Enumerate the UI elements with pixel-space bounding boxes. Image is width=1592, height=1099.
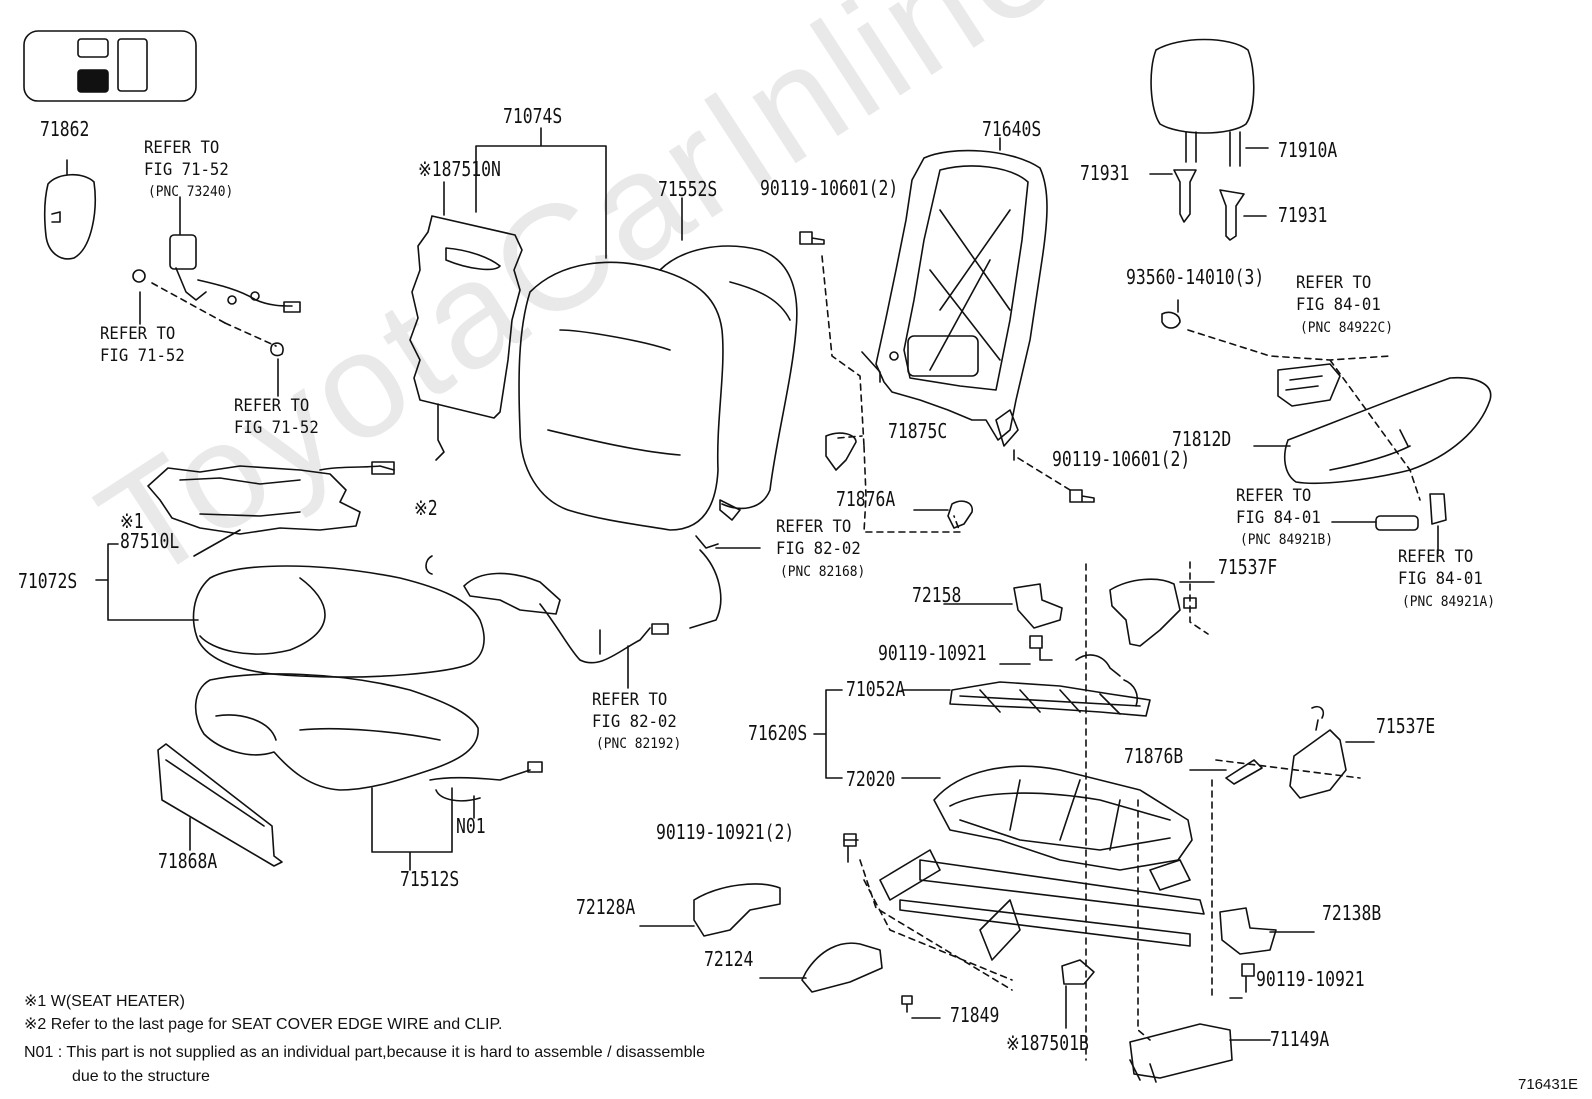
leader-71074s [475, 127, 607, 259]
refer-fig-71-52-a[interactable]: REFER TO FIG 71-52 [144, 138, 229, 180]
label-72124[interactable]: 72124 [704, 947, 754, 971]
label-87510l[interactable]: 87510L [120, 529, 180, 553]
part-71812d-side-shield [1253, 376, 1492, 485]
footnote-seat-heater: ※1 W(SEAT HEATER) [24, 993, 185, 1010]
label-71640s[interactable]: 71640S [982, 117, 1042, 141]
refer-pnc-82168: (PNC 82168) [780, 564, 866, 580]
label-72128a[interactable]: 72128A [576, 895, 636, 919]
label-71910a[interactable]: 71910A [1278, 138, 1338, 162]
refer-pnc-84922c: (PNC 84922C) [1300, 320, 1394, 336]
refer-fig-82-02-a[interactable]: REFER TO FIG 82-02 [776, 517, 861, 559]
part-71876b [1189, 759, 1263, 785]
label-mark2: ※2 [414, 496, 438, 520]
label-71868a[interactable]: 71868A [158, 849, 218, 873]
part-71149a-cover [1129, 1023, 1271, 1083]
figure-code: 716431E [1518, 1076, 1579, 1093]
refer-fig-71-52-c[interactable]: REFER TO FIG 71-52 [234, 396, 319, 438]
part-71862-shield [43, 159, 96, 260]
part-71640s-frame [861, 137, 1048, 461]
label-87510n[interactable]: ※187510N [418, 157, 501, 181]
label-72138b[interactable]: 72138B [1322, 901, 1382, 925]
footnote-n01-cont: due to the structure [72, 1068, 210, 1085]
label-71552s[interactable]: 71552S [658, 177, 718, 201]
part-72128a-pad [639, 883, 781, 937]
part-87510l-heater-cushion [147, 461, 395, 557]
label-71812d[interactable]: 71812D [1172, 427, 1232, 451]
leader-71620s [813, 689, 951, 779]
refer-pnc-84921a: (PNC 84921A) [1402, 594, 1496, 610]
part-71052a-spring [949, 654, 1151, 717]
part-71910a-headrest [1149, 38, 1269, 241]
refer-fig-84-01-a[interactable]: REFER TO FIG 84-01 [1296, 273, 1381, 315]
part-71868a-trim [157, 743, 283, 867]
seat-belt-buckle [132, 196, 301, 397]
seat-switch [1277, 363, 1341, 407]
label-71862[interactable]: 71862 [40, 117, 90, 141]
label-90119-10921-a[interactable]: 90119-10921 [878, 641, 987, 665]
footnote-edge-wire: ※2 Refer to the last page for SEAT COVER… [24, 1016, 503, 1033]
refer-fig-71-52-b[interactable]: REFER TO FIG 71-52 [100, 324, 185, 366]
seat-position-icon [23, 30, 197, 102]
part-71620s-seat-track [879, 765, 1205, 961]
label-71849[interactable]: 71849 [950, 1003, 1000, 1027]
refer-pnc-84921b: (PNC 84921B) [1240, 532, 1334, 548]
seat-knobs [1331, 493, 1447, 555]
part-72124-pad [759, 942, 883, 993]
label-90119-10921-2[interactable]: 90119-10921(2) [656, 820, 795, 844]
part-71537e-cover [1289, 705, 1375, 799]
part-87510n-heater-back [409, 181, 523, 461]
bolts [799, 231, 1255, 1013]
label-71149a[interactable]: 71149A [1270, 1027, 1330, 1051]
refer-pnc-82192: (PNC 82192) [596, 736, 682, 752]
part-71552s-seatback [518, 197, 798, 531]
label-71876a[interactable]: 71876A [836, 487, 896, 511]
label-87501b[interactable]: ※187501B [1006, 1031, 1089, 1055]
part-72158-bracket [943, 583, 1063, 629]
leaders [843, 299, 1243, 1019]
label-71620s[interactable]: 71620S [748, 721, 808, 745]
refer-fig-82-02-b[interactable]: REFER TO FIG 82-02 [592, 690, 677, 732]
refer-pnc-73240: (PNC 73240) [148, 184, 234, 200]
label-72158[interactable]: 72158 [912, 583, 962, 607]
refer-fig-84-01-b[interactable]: REFER TO FIG 84-01 [1236, 486, 1321, 528]
part-71875c-71876a [825, 432, 973, 529]
part-72138b [1219, 907, 1315, 955]
label-71876b[interactable]: 71876B [1124, 744, 1184, 768]
label-72020[interactable]: 72020 [846, 767, 896, 791]
footnote-n01: N01 : This part is not supplied as an in… [24, 1044, 705, 1061]
label-71931-top[interactable]: 71931 [1080, 161, 1130, 185]
label-71072s[interactable]: 71072S [18, 569, 78, 593]
label-71875c[interactable]: 71875C [888, 419, 948, 443]
label-71074s[interactable]: 71074S [503, 104, 563, 128]
label-n01[interactable]: N01 [456, 814, 486, 838]
label-71537f[interactable]: 71537F [1218, 555, 1278, 579]
label-90119-10601-2-bottom[interactable]: 90119-10601(2) [1052, 447, 1191, 471]
refer-fig-84-01-c[interactable]: REFER TO FIG 84-01 [1398, 547, 1483, 589]
label-71931-bottom[interactable]: 71931 [1278, 203, 1328, 227]
label-mark1: ※1 [120, 509, 144, 533]
label-71052a[interactable]: 71052A [846, 677, 906, 701]
wiring-harness [429, 535, 761, 819]
part-71537f-cover [1109, 578, 1215, 647]
part-71072s-cushion-assy [95, 543, 485, 871]
label-90119-10921-b[interactable]: 90119-10921 [1256, 967, 1365, 991]
part-clip [425, 555, 433, 575]
label-71512s[interactable]: 71512S [400, 867, 460, 891]
label-71537e[interactable]: 71537E [1376, 714, 1436, 738]
label-90119-10601-2-top[interactable]: 90119-10601(2) [760, 176, 899, 200]
part-87501b-sensor [1061, 959, 1095, 1029]
label-93560-14010-3[interactable]: 93560-14010(3) [1126, 265, 1265, 289]
